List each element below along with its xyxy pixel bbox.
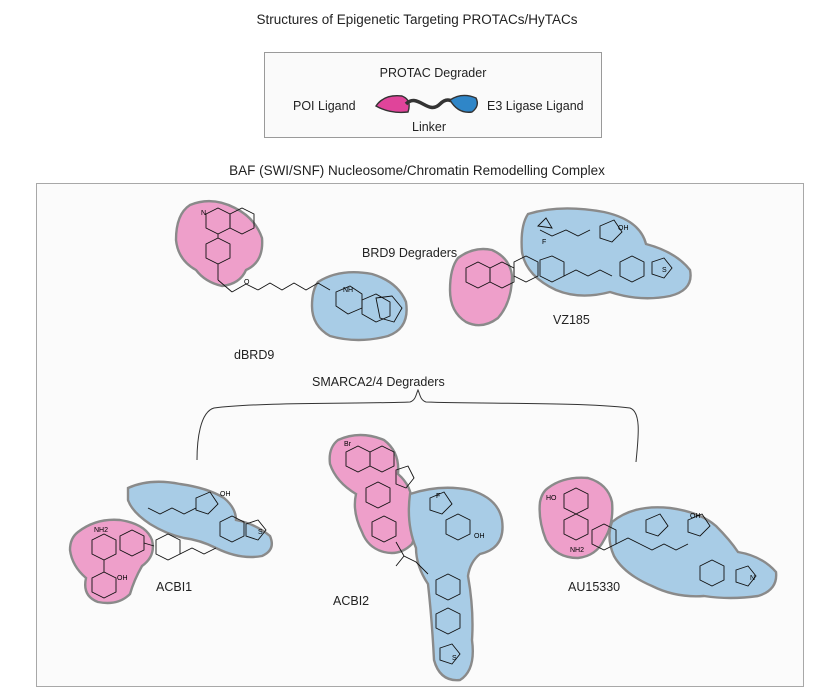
acbi1-e3-blob — [126, 480, 273, 559]
smarca-bracket — [196, 388, 639, 463]
legend-linker-label: Linker — [412, 120, 447, 134]
dbrd9-poi-blob — [174, 200, 264, 288]
smarca-degraders-label: SMARCA2/4 Degraders — [312, 375, 445, 389]
dbrd9-o-atom: O — [244, 279, 250, 286]
acbi1-oh2-atom: OH — [220, 491, 231, 498]
acbi2-f-atom: F — [436, 493, 440, 500]
dbrd9-bonds — [205, 207, 403, 323]
au15330-oh-atom: OH — [690, 513, 701, 520]
acbi1-label: ACBI1 — [156, 580, 193, 594]
acbi2-bonds — [345, 445, 471, 665]
legend-poi-ligand-label: POI Ligand — [293, 99, 356, 113]
acbi1-poi-blob — [68, 518, 155, 605]
protac-legend-box — [264, 52, 602, 138]
acbi2-oh-atom: OH — [474, 533, 485, 540]
dbrd9-label: dBRD9 — [234, 348, 275, 362]
legend-e3-ligase-label: E3 Ligase Ligand — [487, 99, 584, 113]
acbi1-nh2-atom: NH2 — [94, 527, 108, 534]
au15330-nh2-atom: NH2 — [570, 547, 584, 554]
legend-poi-shape — [375, 95, 410, 114]
dbrd9-n-atom: N — [201, 210, 206, 217]
acbi1-structure: NH2 OH OH S — [68, 480, 273, 605]
au15330-structure: HO NH2 OH N — [538, 476, 778, 600]
au15330-poi-blob — [538, 476, 614, 560]
au15330-e3-blob — [608, 506, 778, 600]
au15330-bonds — [563, 487, 757, 587]
dbrd9-structure: N O NH — [174, 200, 408, 342]
au15330-ho-atom: HO — [546, 495, 557, 502]
au15330-label: AU15330 — [568, 580, 621, 594]
acbi1-s-atom: S — [258, 529, 263, 536]
acbi2-e3-blob — [407, 486, 504, 682]
vz185-f-atom: F — [542, 239, 546, 246]
acbi2-label: ACBI2 — [333, 594, 370, 608]
vz185-s-atom: S — [662, 267, 667, 274]
acbi2-structure: Br F OH S — [328, 433, 504, 682]
acbi1-bonds — [91, 491, 267, 599]
acbi2-poi-blob — [328, 433, 418, 555]
vz185-bonds — [465, 217, 673, 289]
legend-linker-line — [404, 98, 455, 110]
vz185-e3-blob — [520, 207, 692, 300]
acbi1-oh-atom: OH — [117, 575, 128, 582]
acbi2-s-atom: S — [452, 655, 457, 662]
legend-title: PROTAC Degrader — [379, 66, 487, 80]
page-title: Structures of Epigenetic Targeting PROTA… — [256, 12, 578, 27]
vz185-poi-blob — [448, 247, 514, 327]
vz185-label: VZ185 — [553, 313, 590, 327]
dbrd9-nh-atom: NH — [343, 287, 353, 294]
legend-protac-graphic — [375, 94, 479, 114]
brd9-degraders-label: BRD9 Degraders — [362, 246, 458, 260]
au15330-n-atom: N — [750, 575, 755, 582]
section-title: BAF (SWI/SNF) Nucleosome/Chromatin Remod… — [229, 163, 605, 178]
acbi2-br-atom: Br — [344, 441, 352, 448]
vz185-oh-atom: OH — [618, 225, 629, 232]
vz185-structure: OH F S — [448, 207, 692, 327]
legend-e3-shape — [449, 94, 479, 113]
dbrd9-e3-blob — [310, 271, 408, 342]
